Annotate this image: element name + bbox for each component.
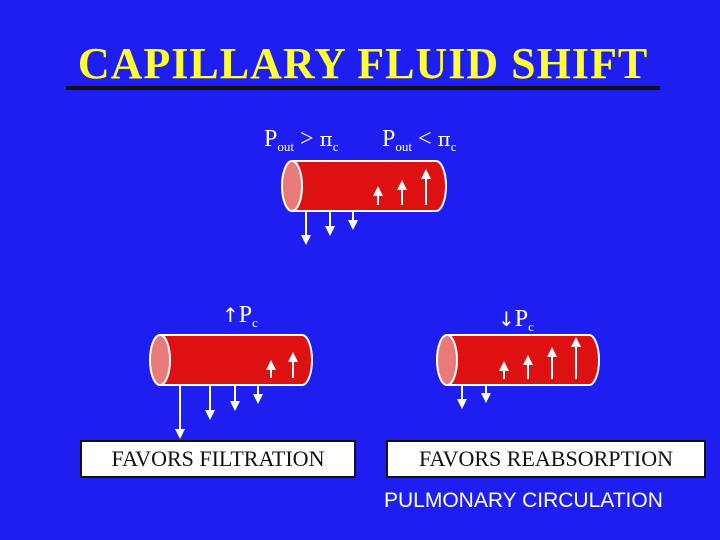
caption-filtration: FAVORS FILTRATION	[80, 440, 356, 478]
vessel-body	[291, 160, 447, 212]
label-pi-sub: c	[332, 139, 339, 154]
label-operator: >	[293, 126, 320, 152]
right-capillary-vessel	[436, 334, 600, 386]
label-pout-greater: Pout > πc	[264, 126, 338, 155]
vessel-end	[281, 160, 303, 212]
label-sub: out	[277, 139, 294, 154]
left-capillary-vessel	[149, 334, 313, 386]
top-vessel-arrows	[301, 169, 431, 245]
label-pc-increase: ↑Pc	[222, 302, 258, 331]
label-p: P	[264, 126, 278, 152]
down-arrow-icon: ↓	[498, 307, 515, 331]
label-p: P	[382, 126, 396, 152]
page-title: CAPILLARY FLUID SHIFT	[77, 39, 649, 88]
label-sub: c	[528, 319, 534, 334]
top-capillary-vessel	[281, 160, 447, 212]
left-vessel-arrows	[175, 352, 298, 439]
label-p: P	[238, 302, 253, 328]
label-sub: c	[252, 315, 258, 330]
vessel-body	[159, 334, 313, 386]
footer-label: PULMONARY CIRCULATION	[384, 489, 663, 512]
label-pi: π	[319, 127, 333, 151]
label-operator: <	[411, 126, 438, 152]
caption-reabsorption: FAVORS REABSORPTION	[386, 440, 706, 478]
label-p: P	[514, 306, 529, 332]
title-underline	[66, 86, 660, 90]
right-vessel-arrows	[457, 337, 581, 409]
vessel-end	[149, 334, 171, 386]
label-pout-less: Pout < πc	[382, 126, 456, 155]
up-arrow-icon: ↑	[222, 303, 239, 327]
label-pi: π	[437, 127, 451, 151]
label-pi-sub: c	[450, 139, 457, 154]
label-pc-decrease: ↓Pc	[498, 306, 534, 335]
label-sub: out	[395, 139, 412, 154]
vessel-end	[436, 334, 458, 386]
vessel-body	[446, 334, 600, 386]
